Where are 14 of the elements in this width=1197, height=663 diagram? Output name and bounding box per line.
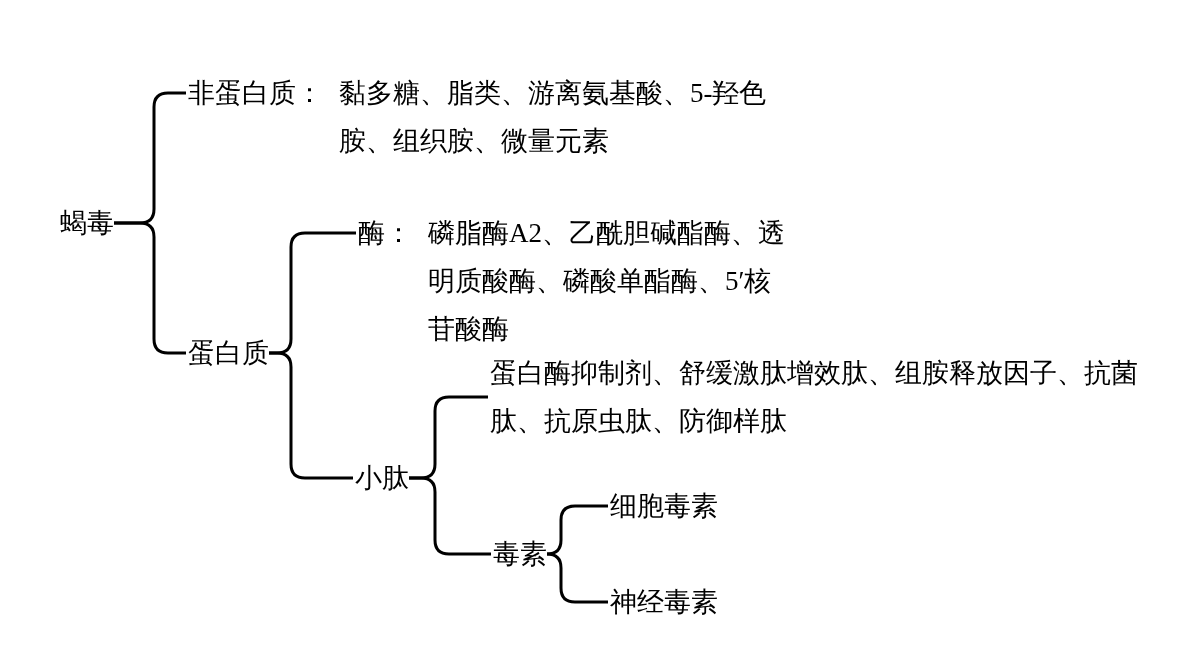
heading-label: 非蛋白质： [188,77,323,110]
node-label: 蛋白质 [188,329,269,377]
brace-line [269,351,353,480]
node-label: 毒素 [493,530,547,578]
heading-label: 酶： [358,217,412,250]
node-label: 细胞毒素 [610,482,718,530]
brace-line [409,476,491,556]
node-label: 蝎毒 [60,199,114,247]
node-label: 小肽 [355,454,409,502]
node-label: 神经毒素 [610,578,718,626]
brace-line [114,221,186,355]
brace-line [545,552,608,604]
item-list: 黏多糖、脂类、游离氨基酸、5-羟色胺、组织胺、微量元素 [339,69,799,165]
brace-line [545,504,608,556]
